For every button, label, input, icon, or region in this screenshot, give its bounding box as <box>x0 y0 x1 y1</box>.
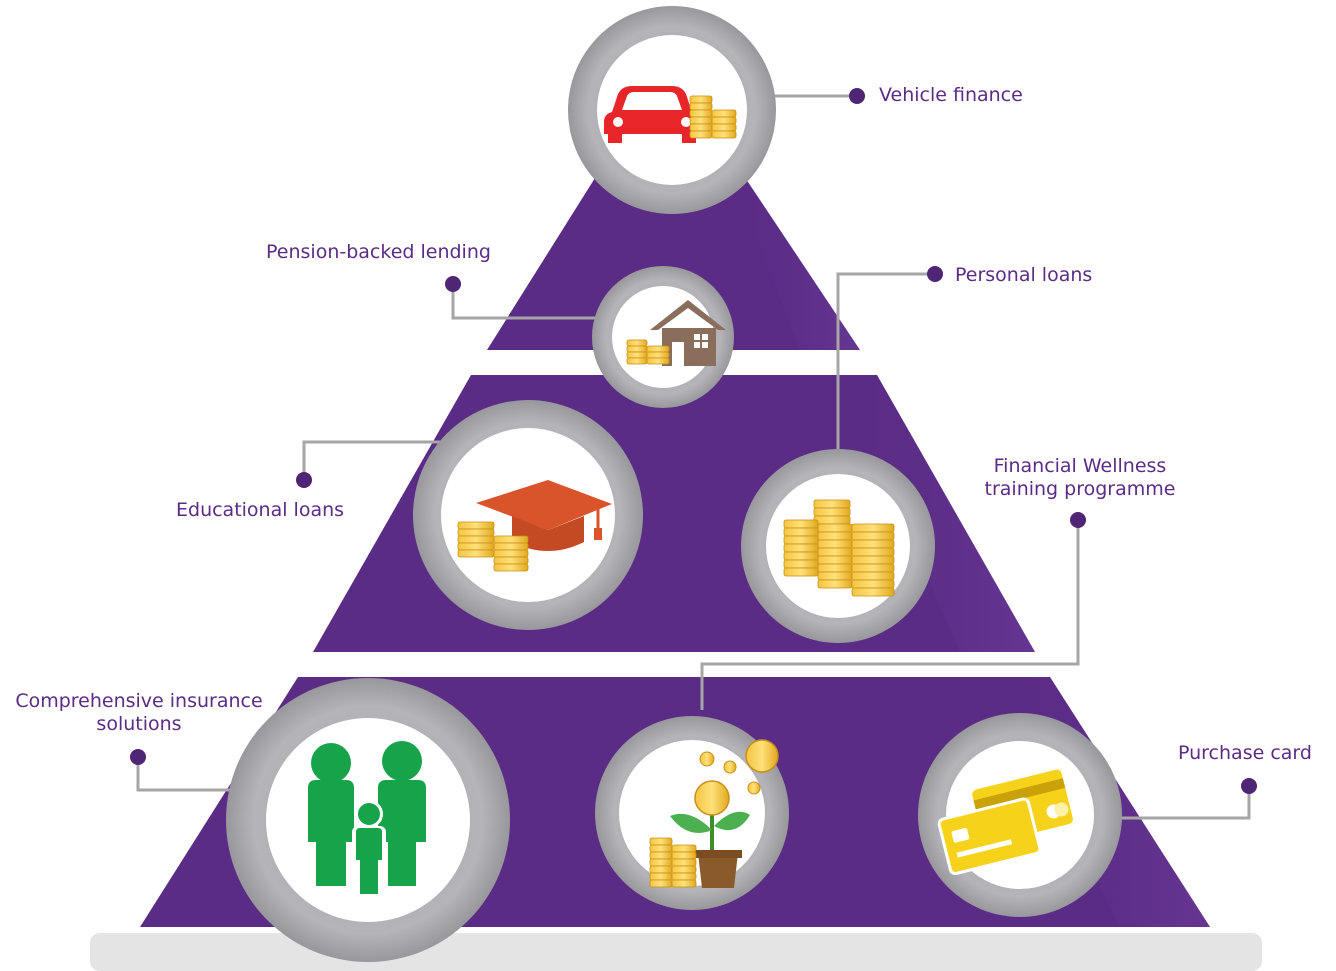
node-personal <box>741 449 935 643</box>
label-financial-wellness: Financial Wellness training programme <box>960 455 1200 501</box>
dot-pension <box>445 276 461 292</box>
connector-pension <box>451 284 608 320</box>
family-icon <box>308 741 426 896</box>
node-educational <box>413 400 643 630</box>
label-financial-wellness-line2: training programme <box>984 478 1176 500</box>
dot-wellness <box>1070 512 1086 528</box>
label-pension-backed-lending: Pension-backed lending <box>266 241 491 263</box>
dot-purchase <box>1241 778 1257 794</box>
connectors <box>136 94 1251 820</box>
plant-coins-icon <box>649 739 779 888</box>
pyramid-base <box>90 933 1262 971</box>
node-pension <box>592 266 734 408</box>
dot-personal <box>927 266 943 282</box>
tier-top-shade <box>730 170 860 350</box>
credit-cards-icon <box>937 769 1073 876</box>
label-comprehensive-insurance-line1: Comprehensive insurance <box>15 690 263 712</box>
car-coins-icon <box>604 86 737 143</box>
connector-purchase <box>1118 786 1251 820</box>
node-vehicle <box>568 6 776 214</box>
label-purchase-card: Purchase card <box>1178 742 1312 764</box>
label-personal-loans: Personal loans <box>955 264 1093 286</box>
connector-dots <box>130 88 1257 794</box>
connector-educational <box>302 440 445 480</box>
dot-educational <box>296 472 312 488</box>
label-comprehensive-insurance-line2: solutions <box>96 713 182 735</box>
node-purchase <box>918 713 1122 917</box>
node-wellness <box>595 716 789 910</box>
graduation-cap-coins-icon <box>457 480 612 572</box>
coin-stacks-icon <box>783 499 895 597</box>
label-financial-wellness-line1: Financial Wellness <box>993 455 1167 477</box>
house-coins-icon <box>626 300 726 366</box>
connector-wellness <box>700 520 1080 710</box>
label-comprehensive-insurance: Comprehensive insurance solutions <box>4 690 274 736</box>
node-insurance <box>226 678 510 962</box>
dot-vehicle <box>849 88 865 104</box>
connector-personal <box>836 272 935 455</box>
label-vehicle-finance: Vehicle finance <box>879 84 1023 106</box>
label-educational-loans: Educational loans <box>176 499 345 521</box>
dot-insurance <box>130 749 146 765</box>
tier-middle-shade <box>840 375 1035 652</box>
